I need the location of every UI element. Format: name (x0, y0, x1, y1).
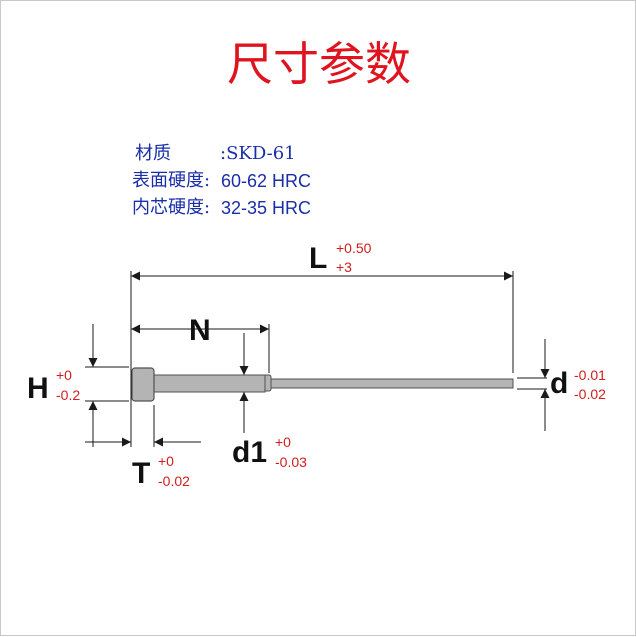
spec-core-hardness-value: 32-35 HRC (221, 198, 312, 218)
spec-material-value: :SKD-61 (220, 143, 296, 164)
spec-surface-hardness-label: 表面硬度: (132, 170, 211, 191)
dim-label-H: H (27, 372, 49, 405)
tolerance-L-upper: +0.50 (336, 240, 372, 256)
tolerance-T-lower: -0.02 (158, 473, 190, 489)
pin-tip-shaft (268, 378, 514, 389)
pin-head (131, 367, 155, 402)
dim-label-L: L (309, 242, 328, 275)
tolerance-d1-lower: -0.03 (275, 454, 307, 470)
ejector-pin (131, 367, 514, 402)
dim-label-T: T (132, 457, 151, 490)
tolerance-H-lower: -0.2 (56, 387, 81, 403)
extension-lines (85, 271, 547, 447)
tolerance-d-upper: -0.01 (574, 367, 606, 383)
spec-surface-hardness-value: 60-62 HRC (221, 171, 312, 191)
tolerance-d1-upper: +0 (275, 434, 291, 450)
dim-label-d1: d1 (232, 436, 268, 469)
page-title: 尺寸参数 (227, 37, 411, 91)
tolerance-d-lower: -0.02 (574, 386, 606, 402)
dim-label-d: d (550, 367, 569, 400)
tolerance-L-lower: +3 (336, 259, 352, 275)
pin-main-shaft (152, 374, 266, 393)
tolerance-H-upper: +0 (56, 367, 72, 383)
spec-material-label: 材质 (135, 143, 171, 164)
dim-label-N: N (189, 314, 211, 347)
tolerance-T-upper: +0 (158, 453, 174, 469)
spec-core-hardness-label: 内芯硬度: (132, 197, 211, 218)
